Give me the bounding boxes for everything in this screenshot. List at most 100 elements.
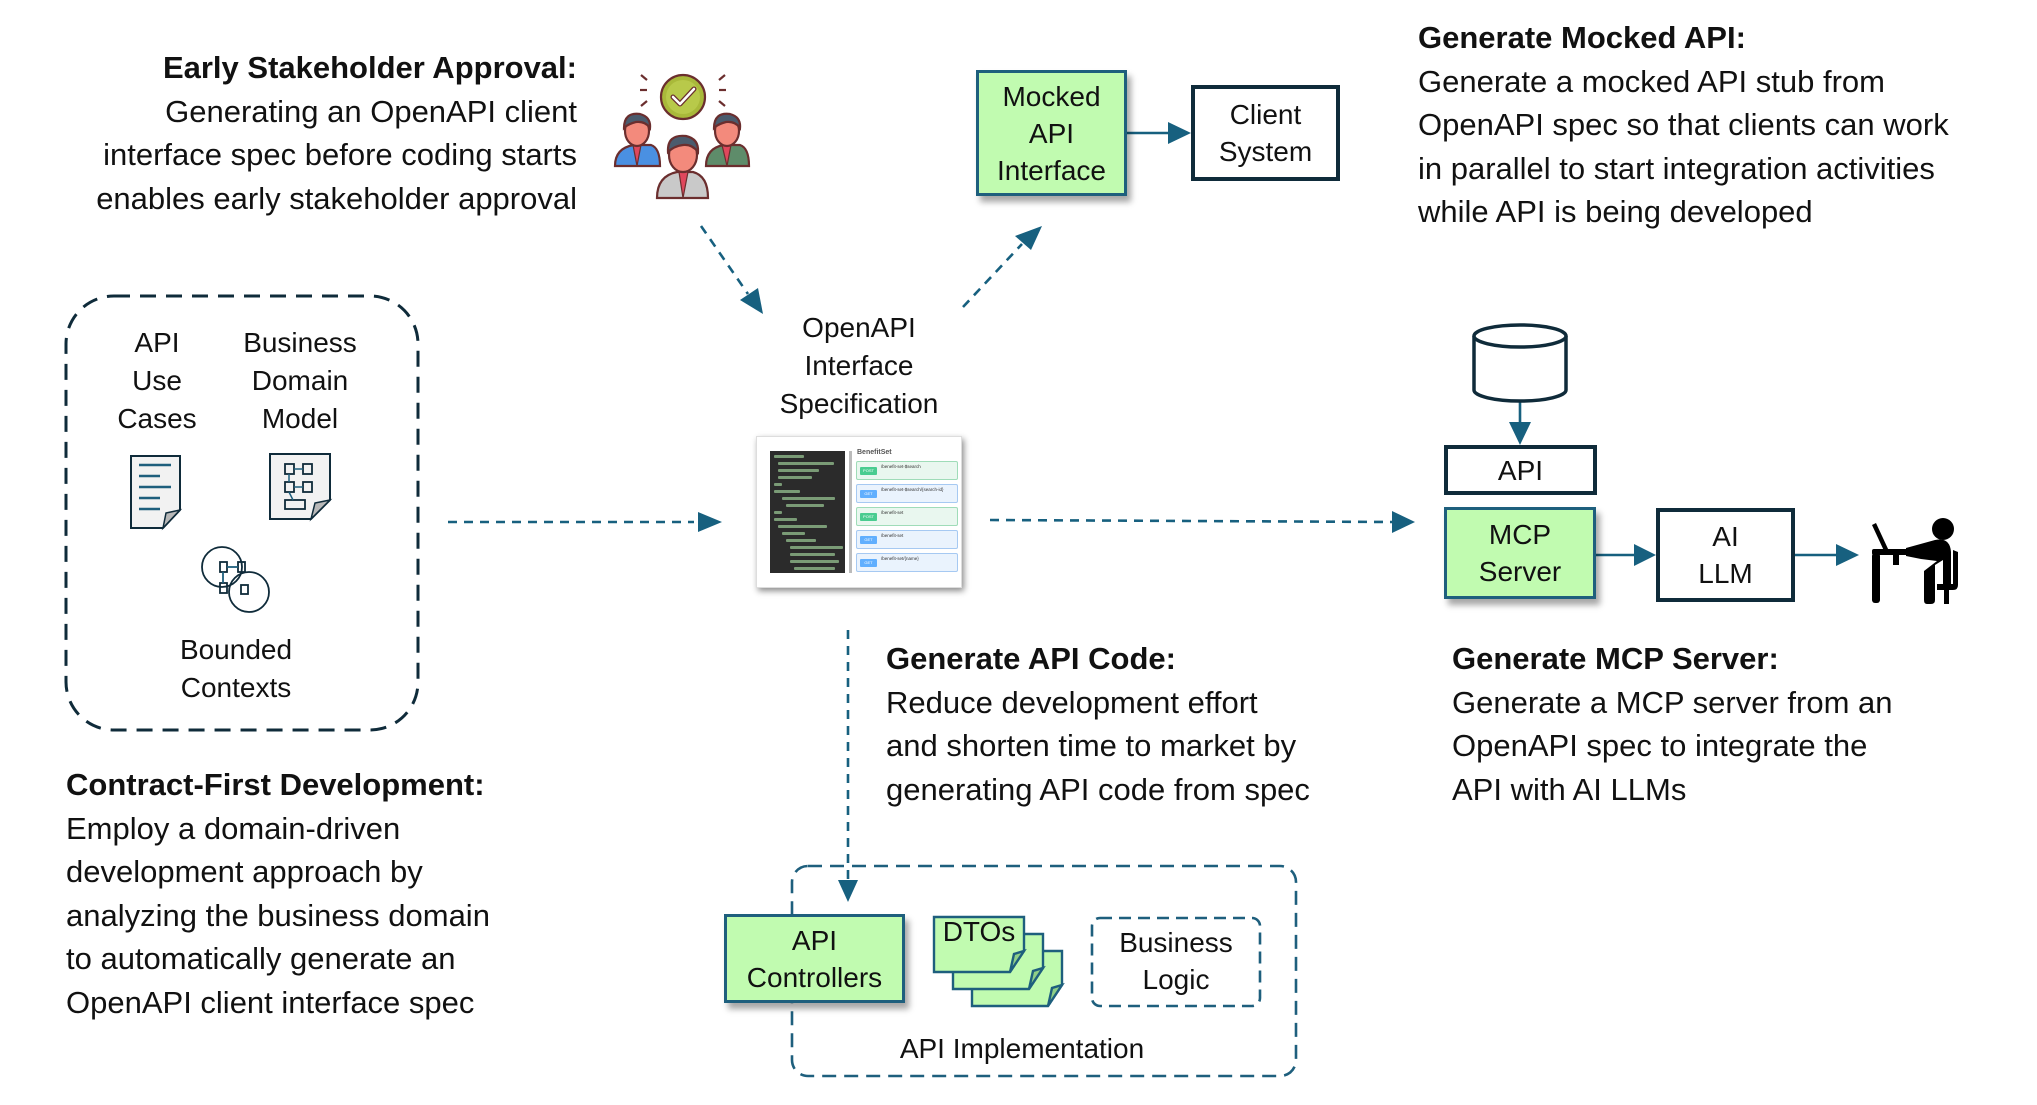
label-line: Logic [1142, 964, 1210, 995]
arrowhead [698, 512, 722, 532]
box-line: System [1218, 136, 1313, 167]
domain-model-icon [269, 453, 333, 522]
openapi-spec-thumbnail[interactable]: BenefitSet POST/benefit-set-$search GET/… [756, 436, 962, 588]
operations-pane: BenefitSet POST/benefit-set-$search GET/… [854, 447, 960, 575]
api-code-line: Reduce development effort [886, 684, 1258, 720]
arrow-stakeholders-to-spec [699, 225, 750, 295]
box-line: AI [1712, 521, 1739, 552]
method-badge: GET [860, 559, 877, 567]
mocked-api-line: in parallel to start integration activit… [1418, 150, 1935, 186]
mcp-server-line: OpenAPI spec to integrate the [1452, 728, 1868, 763]
contract-first-line: analyzing the business domain [66, 897, 490, 933]
label-line: Contexts [180, 672, 292, 703]
arrowhead [740, 288, 763, 314]
early-approval-heading: Early Stakeholder Approval: [162, 50, 577, 85]
early-approval-line: enables early stakeholder approval [96, 180, 577, 216]
operation-path: /benefit-set-$search/{search-id} [881, 487, 944, 492]
database-icon [1472, 323, 1568, 403]
label-line: API [134, 327, 180, 358]
box-line: API [791, 924, 838, 956]
code-pane [770, 451, 845, 573]
domain-model-group [64, 294, 420, 732]
contract-first-line: development approach by [66, 854, 423, 889]
label-line: Business [1119, 927, 1233, 958]
label-line: Specification [779, 388, 939, 419]
label-line: Model [261, 403, 339, 434]
api-controllers-box[interactable]: API Controllers [724, 914, 905, 1003]
operation-row[interactable]: GET/benefit-set [856, 530, 958, 549]
box-line: Client [1229, 99, 1302, 130]
api-code-text: Generate API Code: Reduce development ef… [886, 637, 1406, 811]
api-code-line: generating API code from spec [886, 771, 1310, 807]
box-line: Interface [997, 154, 1106, 186]
stakeholders-icon [613, 73, 751, 200]
mocked-api-interface-box[interactable]: Mocked API Interface [976, 70, 1127, 196]
bounded-contexts-label: Bounded Contexts [166, 631, 306, 707]
user-at-computer-icon [1872, 518, 1958, 604]
openapi-spec-label: OpenAPI Interface Specification [759, 309, 959, 423]
operation-path: /benefit-set [881, 533, 904, 538]
section-title: BenefitSet [857, 449, 892, 456]
arrowhead [1836, 544, 1859, 566]
method-badge: POST [860, 467, 877, 475]
operation-path: /benefit-set-$search [881, 464, 921, 469]
use-cases-label: API Use Cases [97, 324, 217, 438]
operation-row[interactable]: POST/benefit-set-$search [856, 461, 958, 480]
box-line: Mocked [1002, 80, 1101, 112]
pane-divider [849, 451, 852, 573]
label-line: Business [243, 327, 357, 358]
bounded-contexts-icon [201, 546, 270, 613]
dtos-label: DTOs [942, 916, 1016, 947]
domain-model-label: Business Domain Model [230, 324, 370, 438]
label-line: Bounded [179, 634, 293, 665]
arrowhead [1392, 511, 1415, 533]
early-approval-line: interface spec before coding starts [103, 137, 577, 172]
box-line: Server [1478, 556, 1562, 587]
label-line: Domain [251, 365, 349, 396]
operation-row[interactable]: GET/benefit-set-$search/{search-id} [856, 484, 958, 503]
box-line: Controllers [746, 961, 883, 993]
contract-first-line: to automatically generate an [66, 941, 456, 976]
api-code-heading: Generate API Code: [886, 641, 1176, 676]
operation-path: /benefit-set/{name} [881, 556, 919, 561]
arrow-spec-to-mocked [962, 243, 1023, 308]
box-line: API [1497, 454, 1544, 486]
label-line: OpenAPI [802, 312, 916, 343]
mocked-api-text: Generate Mocked API: Generate a mocked A… [1418, 16, 2037, 234]
client-system-box[interactable]: Client System [1191, 85, 1340, 181]
operation-row[interactable]: GET/benefit-set/{name} [856, 553, 958, 572]
arrowhead [1168, 122, 1191, 144]
dtos-icon [932, 915, 1065, 1008]
early-approval-line: Generating an OpenAPI client [165, 93, 577, 129]
box-line: LLM [1698, 558, 1753, 589]
mcp-server-heading: Generate MCP Server: [1452, 641, 1779, 676]
arrowhead [1634, 544, 1656, 566]
contract-first-heading: Contract-First Development: [66, 767, 485, 802]
operation-row[interactable]: POST/benefit-set [856, 507, 958, 526]
contract-first-line: Employ a domain-driven [66, 810, 401, 846]
business-logic-label: Business Logic [1092, 924, 1260, 998]
api-code-line: and shorten time to market by [886, 728, 1297, 763]
mcp-server-line: Generate a MCP server from an [1452, 684, 1893, 720]
arrowhead [1015, 226, 1042, 250]
mcp-server-text: Generate MCP Server: Generate a MCP serv… [1452, 637, 2012, 811]
contract-first-line: OpenAPI client interface spec [66, 984, 475, 1020]
mcp-server-line: API with AI LLMs [1452, 771, 1687, 807]
box-line: API [1028, 117, 1075, 149]
arrowhead [838, 880, 858, 902]
arrowhead [1509, 422, 1531, 445]
api-box[interactable]: API [1444, 445, 1597, 495]
label-line: Use [132, 365, 182, 396]
box-line: MCP [1488, 519, 1552, 550]
method-badge: POST [860, 513, 877, 521]
arrow-spec-to-mcp [989, 518, 1393, 524]
mcp-server-box[interactable]: MCP Server [1444, 507, 1596, 599]
mocked-api-heading: Generate Mocked API: [1418, 20, 1746, 55]
operation-path: /benefit-set [881, 510, 904, 515]
business-logic-box [1090, 916, 1262, 1008]
contract-first-text: Contract-First Development: Employ a dom… [66, 763, 626, 1024]
mocked-api-line: while API is being developed [1418, 194, 1813, 229]
ai-llm-box[interactable]: AI LLM [1656, 508, 1795, 602]
api-implementation-label: API Implementation [899, 1033, 1145, 1064]
